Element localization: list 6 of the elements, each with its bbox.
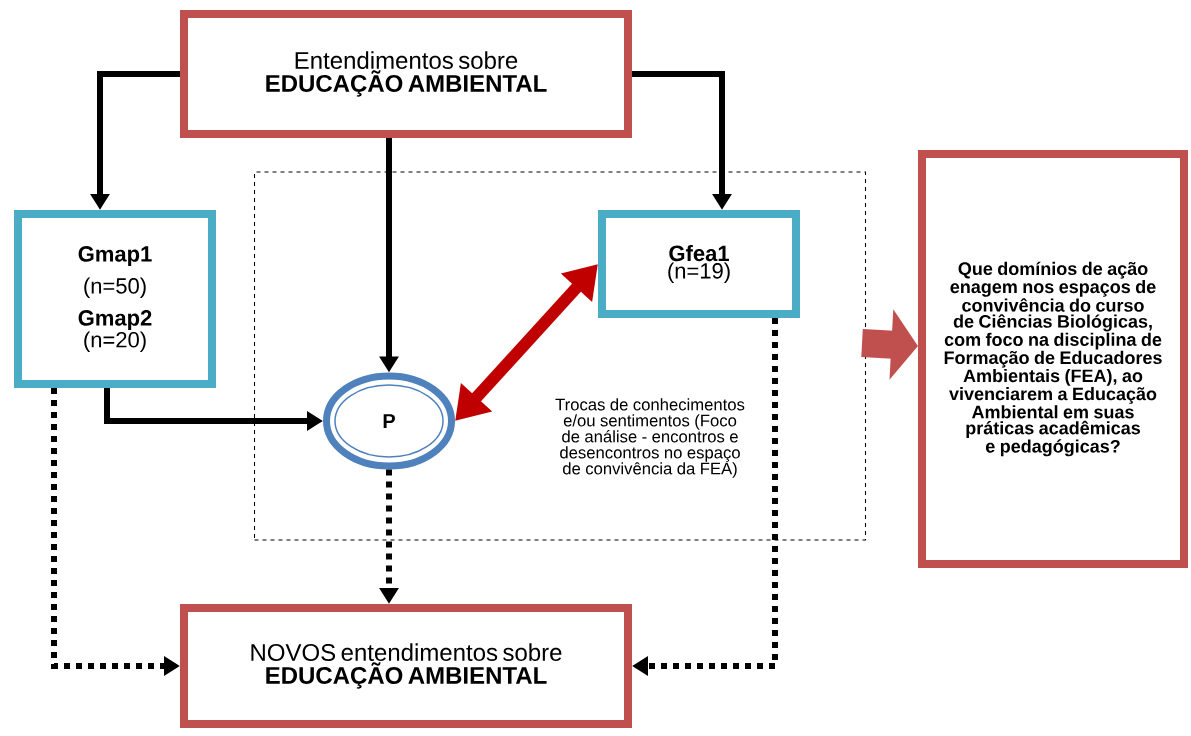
question-box: Que domínios de ação enagem nos espaços de convivência do curso de Ciências Biológicas, com foco na disciplina de Formação de Educadores Ambientais (FEA), ao vivenciarem a Educação Ambiental em suas práticas acadêmicas e pedagógicas? bbox=[918, 150, 1188, 568]
group-box: Gmap1 (n=50) Gmap2 (n=20) bbox=[14, 210, 216, 388]
title-box: Entendimentos sobre EDUCAÇÃO AMBIENTAL bbox=[180, 10, 632, 138]
note-text: Trocas de conhecimentos e/ou sentimentos (Foco de análise - encontros e desencontros no espaço de convivência da FEA) bbox=[555, 398, 745, 478]
result-box: NOVOS entendimentos sobre EDUCAÇÃO AMBIENTAL bbox=[180, 604, 632, 728]
group-box: Gfea1 (n=19) bbox=[598, 210, 800, 318]
